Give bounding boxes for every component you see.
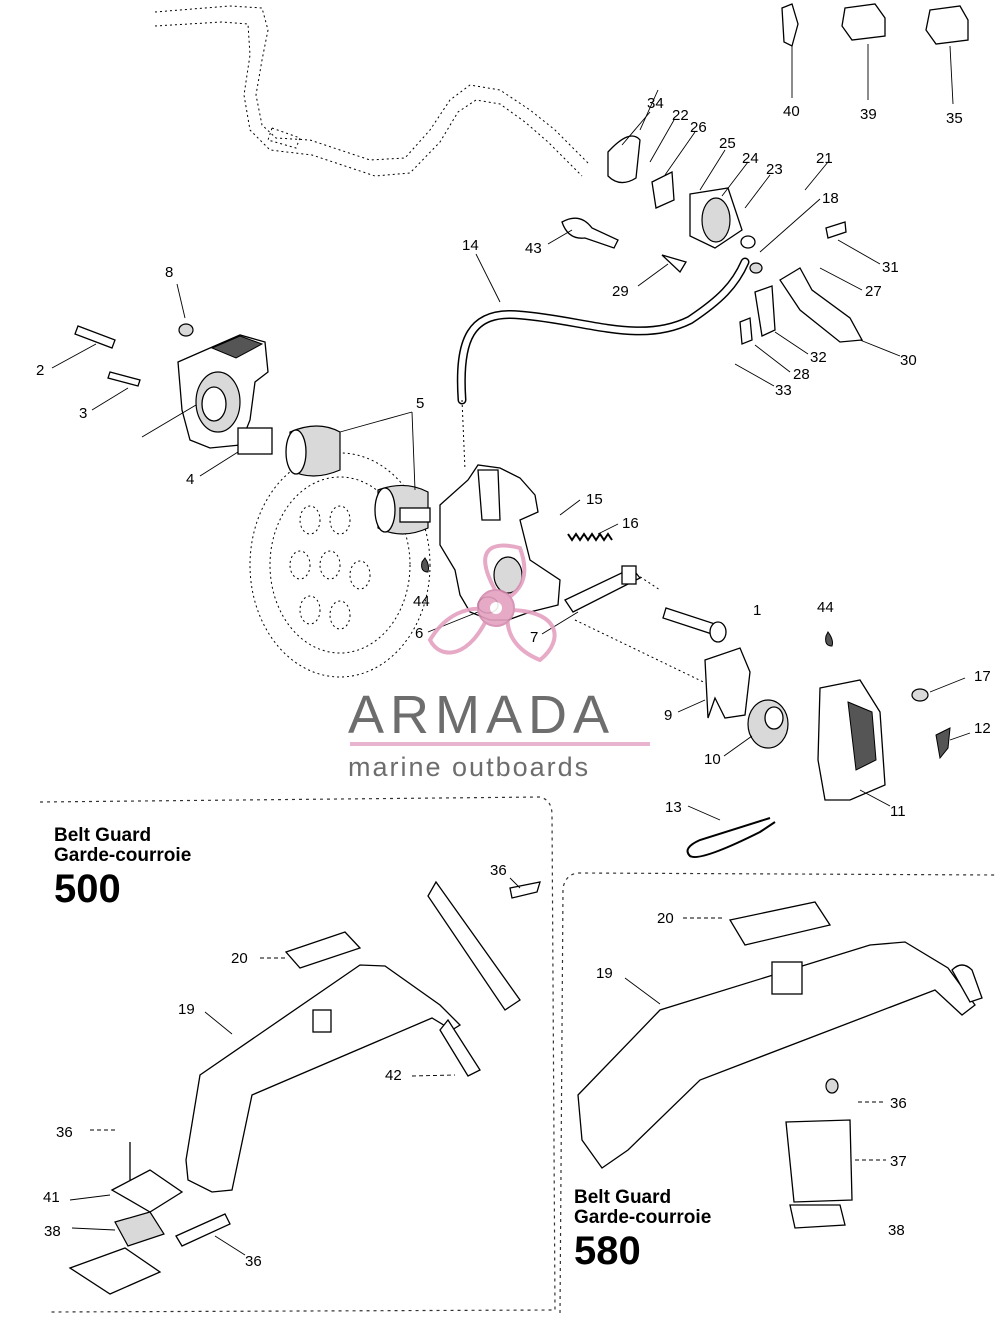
caption-guard-580: Belt Guard Garde-courroie 580	[574, 1188, 711, 1272]
callout-28: 28	[793, 366, 810, 383]
callout-43: 43	[525, 240, 542, 257]
callout-36: 36	[245, 1253, 262, 1270]
callout-18: 18	[822, 190, 839, 207]
callout-22: 22	[672, 107, 689, 124]
callout-3: 3	[79, 405, 87, 422]
callout-33: 33	[775, 382, 792, 399]
caliper-housing	[141, 334, 273, 455]
callout-20: 20	[657, 910, 674, 927]
callout-27: 27	[865, 283, 882, 300]
caption-580-title-en: Belt Guard	[574, 1187, 672, 1208]
callout-25: 25	[719, 135, 736, 152]
lever-bracket-9	[704, 647, 751, 719]
callout-10: 10	[704, 751, 721, 768]
caption-580-model: 580	[574, 1228, 641, 1273]
nut-17	[911, 688, 929, 702]
callout-19: 19	[596, 965, 613, 982]
bolt-1	[662, 607, 727, 643]
clip-12	[935, 727, 951, 760]
brake-cable	[456, 257, 750, 471]
callout-1: 1	[753, 602, 761, 619]
callout-31: 31	[882, 259, 899, 276]
caption-guard-500: Belt Guard Garde-courroie 500	[54, 826, 191, 910]
watermark-tagline: marine outboards	[348, 752, 591, 782]
callout-23: 23	[766, 161, 783, 178]
callout-32: 32	[810, 349, 827, 366]
callout-4: 4	[186, 471, 194, 488]
callout-11: 11	[890, 803, 906, 820]
spring-and-rod	[564, 532, 721, 691]
callout-34: 34	[647, 95, 664, 112]
lever-assembly	[561, 135, 864, 345]
callout-35: 35	[946, 110, 963, 127]
callout-20: 20	[231, 950, 248, 967]
callout-37: 37	[890, 1153, 907, 1170]
caption-500-model: 500	[54, 866, 121, 911]
handlebar	[154, 5, 591, 177]
callout-2: 2	[36, 362, 44, 379]
callout-41: 41	[43, 1189, 60, 1206]
callout-14: 14	[462, 237, 479, 254]
callout-44: 44	[413, 593, 430, 610]
callout-40: 40	[783, 103, 800, 120]
callout-19: 19	[178, 1001, 195, 1018]
callout-12: 12	[974, 720, 991, 737]
callout-numbers: 1 2 3 4 5 6 7 8 9 10 11 12 13 14 15 16 1…	[36, 95, 991, 1270]
callout-36: 36	[56, 1124, 73, 1141]
callout-39: 39	[860, 106, 877, 123]
callout-21: 21	[816, 150, 833, 167]
leader-lines	[51, 44, 971, 821]
callout-5: 5	[416, 395, 424, 412]
cover-11	[817, 679, 886, 801]
brake-pads	[285, 425, 431, 535]
callout-29: 29	[612, 283, 629, 300]
callout-30: 30	[900, 352, 917, 369]
panel-guard-500	[39, 796, 556, 1313]
callout-24: 24	[742, 150, 759, 167]
watermark-underline	[350, 742, 650, 746]
callout-9: 9	[664, 707, 672, 724]
caption-500-title-en: Belt Guard	[54, 825, 152, 846]
callout-38: 38	[888, 1222, 905, 1239]
adjuster-knob-10	[747, 699, 789, 749]
watermark-propeller-icon	[427, 543, 557, 663]
callout-7: 7	[530, 629, 538, 646]
panel-guard-580	[559, 872, 996, 1314]
caliper-body	[439, 464, 561, 621]
caption-580-title-fr: Garde-courroie	[574, 1206, 712, 1228]
parts-35-39-40	[781, 3, 969, 47]
callout-15: 15	[586, 491, 603, 508]
callout-36: 36	[890, 1095, 907, 1112]
callout-44: 44	[817, 599, 834, 616]
callout-16: 16	[622, 515, 639, 532]
callout-13: 13	[665, 799, 682, 816]
hairpin-13	[686, 817, 776, 858]
callout-8: 8	[165, 264, 173, 281]
callout-36: 36	[490, 862, 507, 879]
callout-17: 17	[974, 668, 991, 685]
bolts-2-3-8	[74, 323, 833, 647]
watermark-brand: ARMADA	[348, 685, 616, 745]
caption-500-title-fr: Garde-courroie	[54, 844, 192, 866]
callout-26: 26	[690, 119, 707, 136]
callout-38: 38	[44, 1223, 61, 1240]
callout-42: 42	[385, 1067, 402, 1084]
callout-6: 6	[415, 625, 423, 642]
